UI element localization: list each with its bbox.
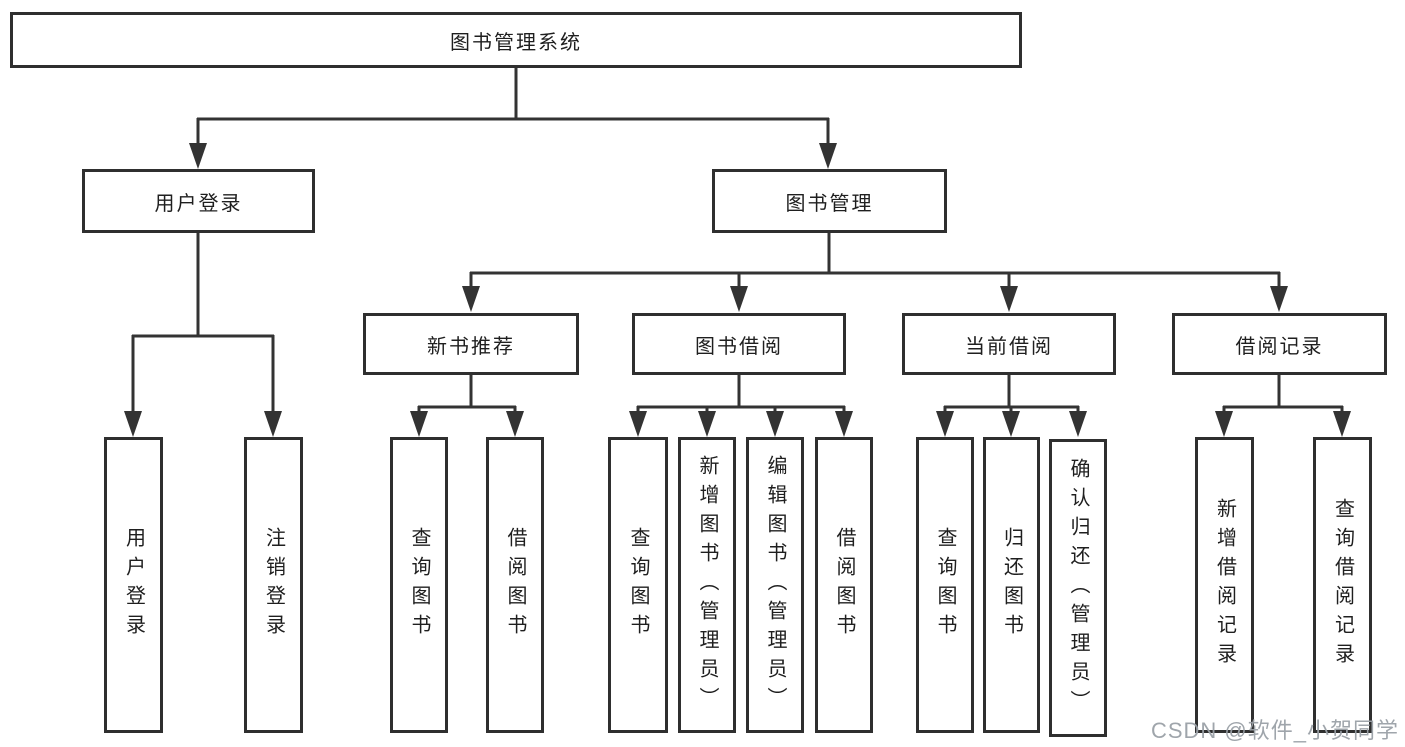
node-root: 图书管理系统 — [10, 12, 1022, 68]
node-edit-book-admin: 编辑图书（管理员） — [746, 437, 804, 733]
node-user-login-leaf: 用户登录 — [104, 437, 163, 733]
node-borrow-books-leaf: 借阅图书 — [815, 437, 873, 733]
node-current-borrow: 当前借阅 — [902, 313, 1116, 375]
node-borrow-records: 借阅记录 — [1172, 313, 1387, 375]
node-query-books-borrow: 查询图书 — [608, 437, 668, 733]
node-user-login: 用户登录 — [82, 169, 315, 233]
node-add-book-admin: 新增图书（管理员） — [678, 437, 736, 733]
node-return-book: 归还图书 — [983, 437, 1040, 733]
node-confirm-return-admin: 确认归还（管理员） — [1049, 439, 1107, 737]
node-borrow-books-recommend: 借阅图书 — [486, 437, 544, 733]
node-new-book-recommend: 新书推荐 — [363, 313, 579, 375]
node-add-borrow-record: 新增借阅记录 — [1195, 437, 1254, 733]
node-book-borrow: 图书借阅 — [632, 313, 846, 375]
node-query-books-current: 查询图书 — [916, 437, 974, 733]
node-query-borrow-record: 查询借阅记录 — [1313, 437, 1372, 733]
arrowheads — [124, 143, 1351, 437]
node-logout: 注销登录 — [244, 437, 303, 733]
node-book-management: 图书管理 — [712, 169, 947, 233]
node-query-books-recommend: 查询图书 — [390, 437, 448, 733]
